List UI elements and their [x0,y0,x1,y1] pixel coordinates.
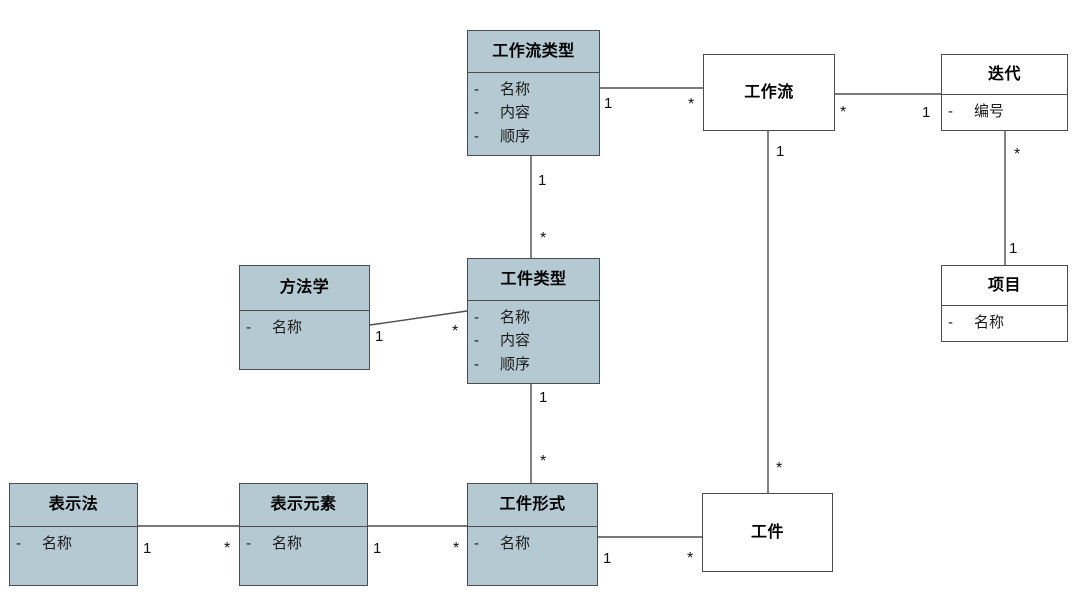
attribute-name: 内容 [500,332,531,350]
multiplicity-label-m-wf-ar-1: 1 [776,143,785,160]
class-divider-artifact-type [468,300,599,301]
class-box-methodology[interactable]: 方法学 - 名称 [239,265,370,370]
class-name-methodology: 方法学 [279,279,330,297]
multiplicity-label-m-ne-af-1: 1 [373,540,382,557]
attribute-name: 名称 [272,319,303,336]
class-attribute: - 名称 [468,78,599,101]
class-divider-methodology [240,310,369,311]
multiplicity-label-m-af-ar-star: * [687,550,694,567]
multiplicity-label-m-no-ne-star: * [224,540,231,557]
class-name-workflow: 工作流 [744,83,794,101]
class-box-workflow-type[interactable]: 工作流类型 - 名称 - 内容 - 顺序 [467,30,600,156]
multiplicity-label-m-wf-ar-star: * [776,460,783,477]
class-divider-notation-element [240,526,367,527]
class-box-workflow[interactable]: 工作流 [703,54,835,131]
attribute-visibility: - [16,535,21,552]
attribute-visibility: - [474,81,479,98]
class-name-notation-element: 表示元素 [270,496,337,514]
attribute-visibility: - [948,103,953,120]
multiplicity-label-m-ne-af-star: * [453,540,460,557]
multiplicity-label-m-wft-at-star: * [540,230,547,247]
attribute-name: 名称 [42,535,73,552]
class-attributes-workflow-type: - 名称 - 内容 - 顺序 [468,73,599,155]
attribute-name: 名称 [974,314,1005,331]
multiplicity-label-m-it-pr-star: * [1014,146,1021,163]
class-attribute: - 名称 [942,311,1067,334]
class-name-notation: 表示法 [48,496,99,514]
multiplicity-label-m-wft-wf-star: * [688,96,695,113]
class-attribute: - 名称 [10,532,137,555]
class-attribute: - 编号 [942,100,1067,123]
class-attribute: - 名称 [240,316,369,339]
class-divider-notation [10,526,137,527]
multiplicity-label-m-wf-it-star: * [840,104,847,121]
multiplicity-label-m-at-af-star: * [540,453,547,470]
class-attributes-artifact-type: - 名称 - 内容 - 顺序 [468,301,599,383]
class-box-artifact-form[interactable]: 工件形式 - 名称 [467,483,598,586]
attribute-name: 名称 [500,81,531,98]
attribute-name: 顺序 [500,355,531,373]
class-attribute: - 名称 [468,306,599,329]
class-divider-workflow-type [468,72,599,73]
class-attribute: - 内容 [468,101,599,124]
class-attributes-notation: - 名称 [10,527,137,585]
class-name-artifact-form: 工件形式 [499,496,566,514]
class-attributes-artifact-form: - 名称 [468,527,597,585]
attribute-visibility: - [474,127,479,145]
class-divider-artifact-form [468,526,597,527]
class-attributes-iteration: - 编号 [942,95,1067,130]
attribute-name: 编号 [974,103,1005,120]
multiplicity-label-m-me-at-1: 1 [375,328,384,345]
class-attribute: - 顺序 [468,125,599,148]
class-attributes-methodology: - 名称 [240,311,369,369]
attribute-visibility: - [474,104,479,122]
class-box-artifact[interactable]: 工件 [702,493,833,572]
class-divider-project [942,305,1067,306]
attribute-visibility: - [474,355,479,373]
attribute-name: 内容 [500,104,531,122]
attribute-visibility: - [246,535,251,552]
class-divider-iteration [942,94,1067,95]
multiplicity-label-m-wft-at-1: 1 [538,172,547,189]
attribute-visibility: - [246,319,251,336]
class-attribute: - 内容 [468,329,599,352]
class-name-artifact-type: 工件类型 [500,270,567,288]
attribute-name: 名称 [272,535,303,552]
multiplicity-label-m-it-pr-1: 1 [1009,240,1018,257]
multiplicity-label-m-wf-it-1: 1 [922,104,931,121]
class-box-project[interactable]: 项目 - 名称 [941,265,1068,342]
attribute-visibility: - [474,332,479,350]
attribute-visibility: - [948,314,953,331]
attribute-name: 名称 [500,309,531,326]
class-attributes-notation-element: - 名称 [240,527,367,585]
class-attribute: - 顺序 [468,353,599,376]
class-box-artifact-type[interactable]: 工件类型 - 名称 - 内容 - 顺序 [467,258,600,384]
class-attribute: - 名称 [468,532,597,555]
attribute-name: 名称 [500,535,531,552]
attribute-visibility: - [474,535,479,552]
multiplicity-label-m-no-ne-1: 1 [143,540,152,557]
multiplicity-label-m-at-af-1: 1 [539,389,548,406]
multiplicity-label-m-me-at-star: * [452,323,459,340]
multiplicity-label-m-af-ar-1: 1 [603,550,612,567]
attribute-visibility: - [474,309,479,326]
class-attributes-project: - 名称 [942,306,1067,341]
class-name-workflow-type: 工作流类型 [492,42,575,60]
class-attribute: - 名称 [240,532,367,555]
multiplicity-label-m-wft-wf-1: 1 [604,95,613,112]
class-name-artifact: 工件 [750,523,784,541]
class-box-notation[interactable]: 表示法 - 名称 [9,483,138,586]
class-name-iteration: 迭代 [987,65,1021,83]
attribute-name: 顺序 [500,127,531,145]
class-box-notation-element[interactable]: 表示元素 - 名称 [239,483,368,586]
class-box-iteration[interactable]: 迭代 - 编号 [941,54,1068,131]
class-name-project: 项目 [987,276,1021,294]
